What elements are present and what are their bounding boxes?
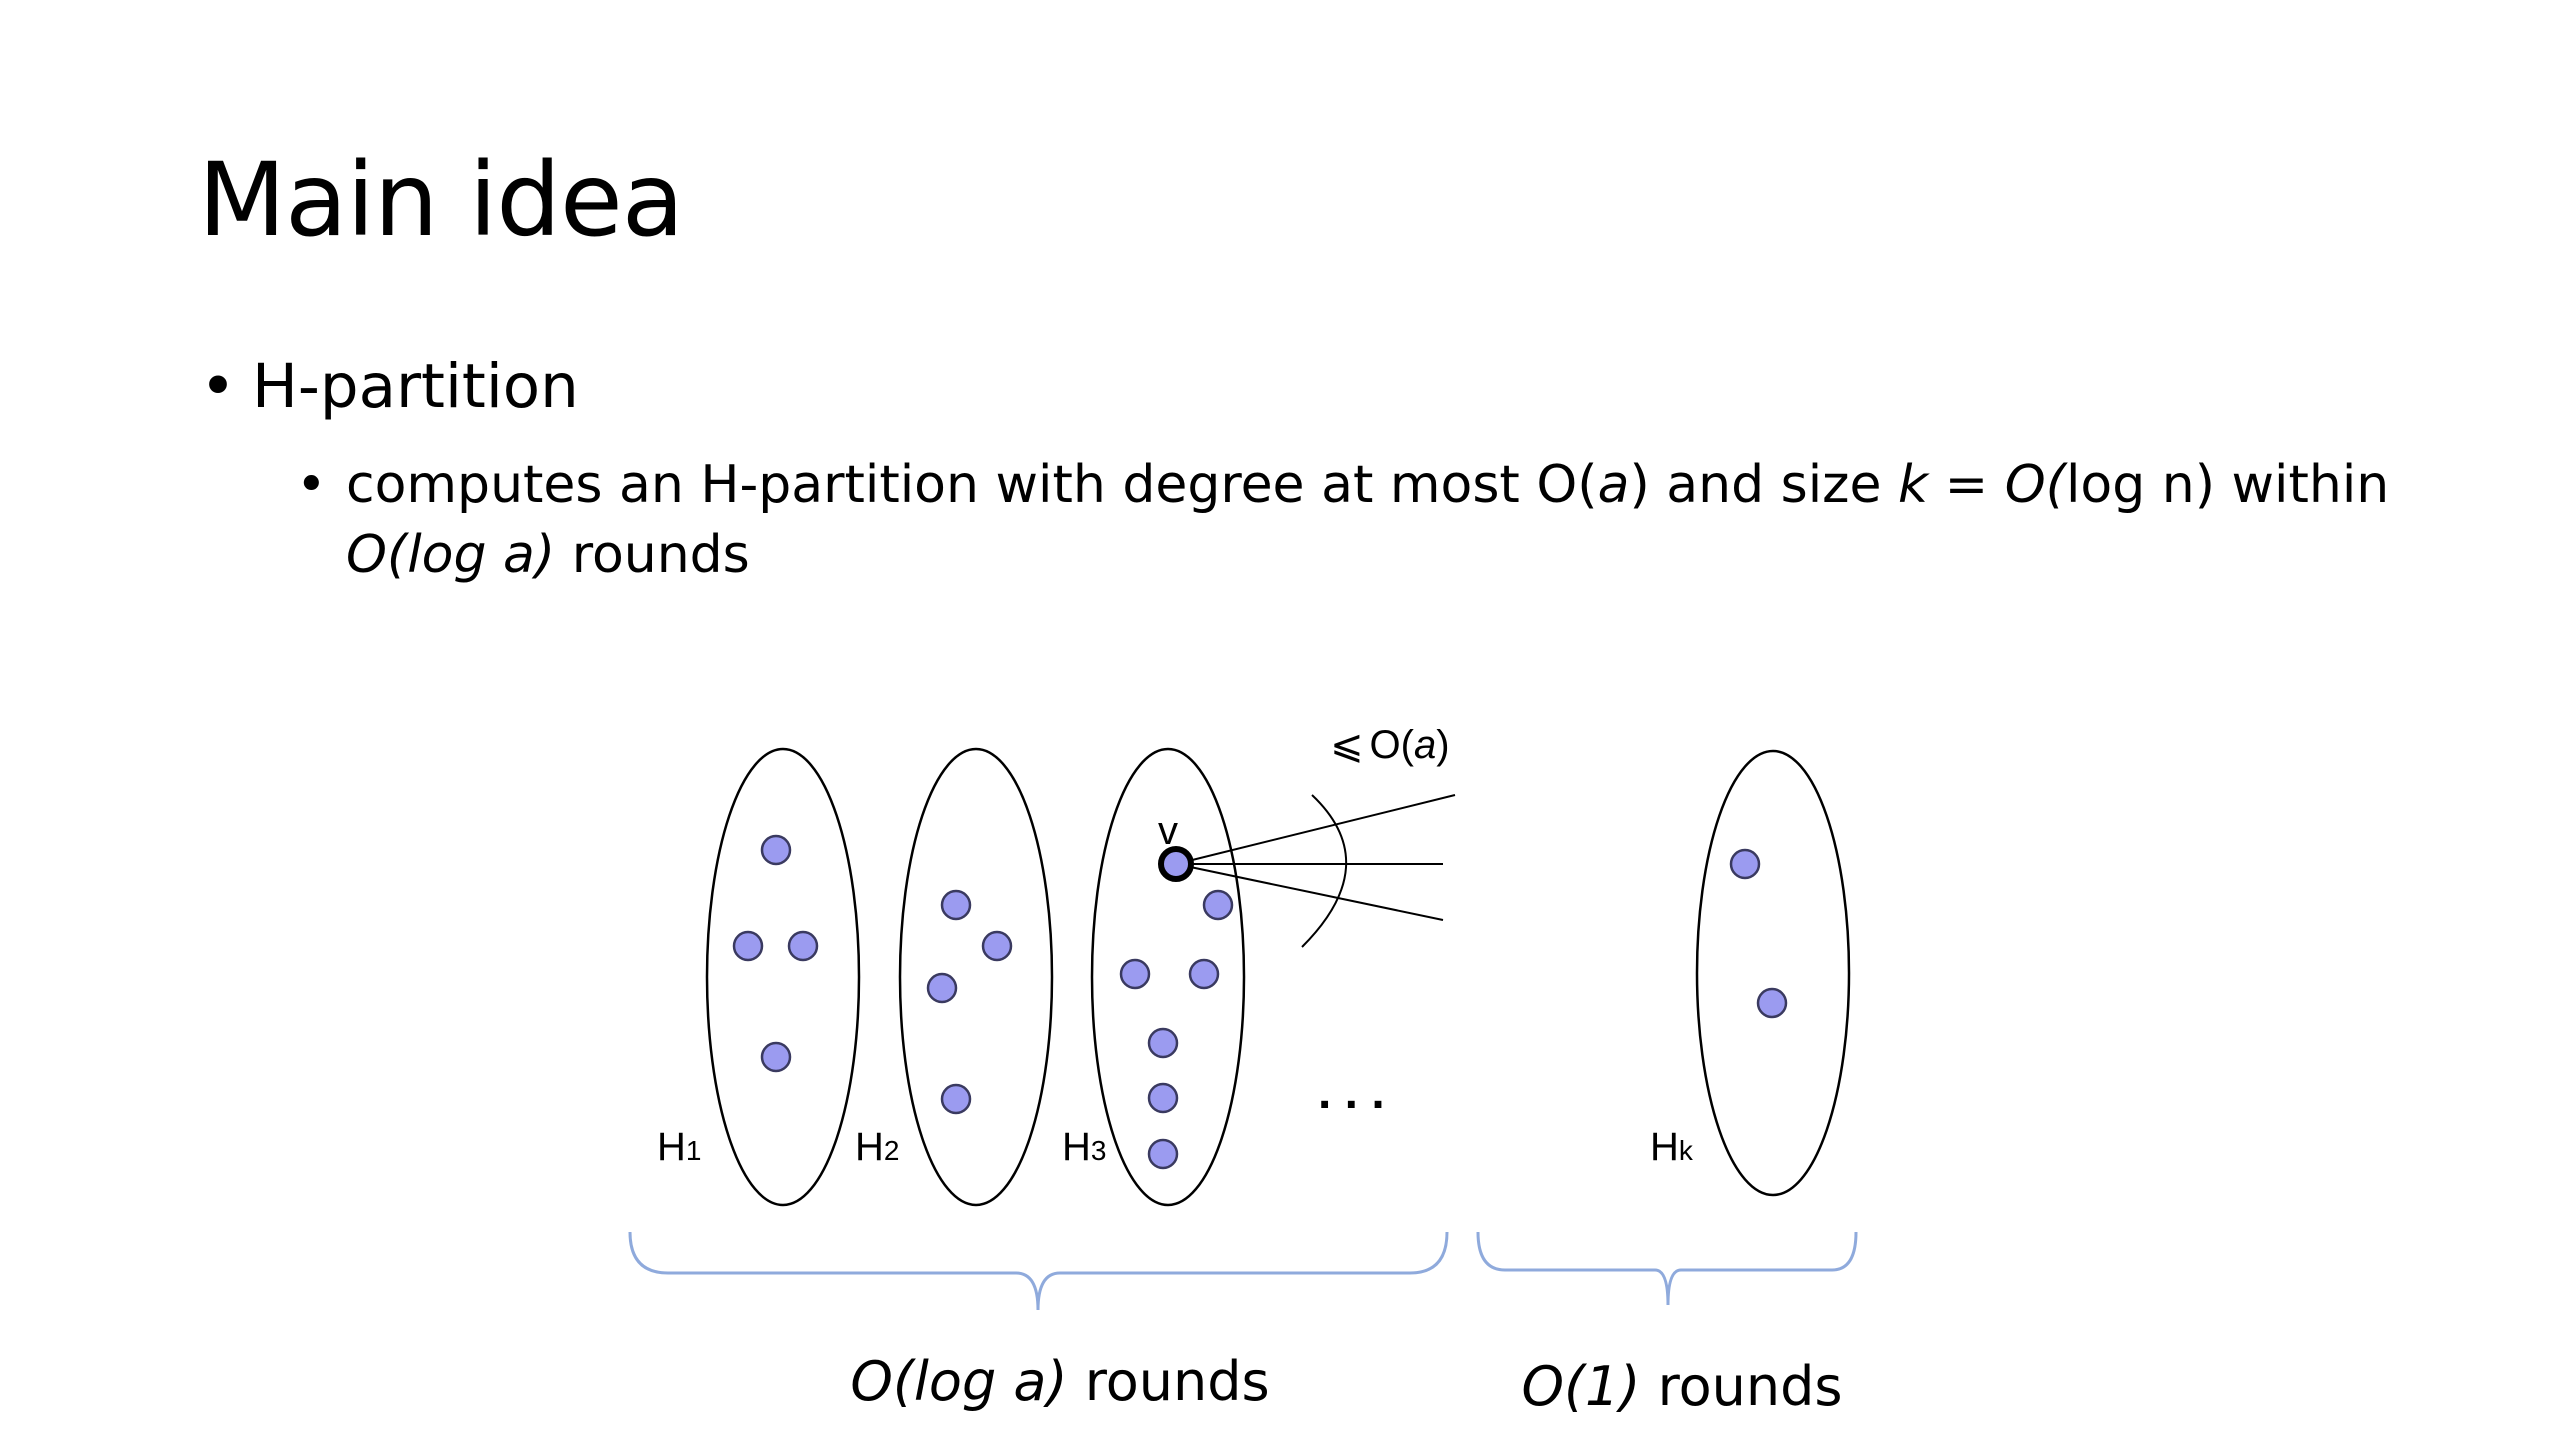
partition-label-sub: 1 <box>686 1135 702 1166</box>
vertex <box>1147 1138 1179 1170</box>
degree-bound-symbol: ⩽ <box>1330 723 1364 767</box>
right-rounds-italic: O(1) <box>1521 1355 1640 1418</box>
vertices-h3 <box>1119 846 1234 1170</box>
left-group-rounds-label: O(log a) rounds <box>850 1350 1269 1413</box>
degree-bound-suffix: ) <box>1436 723 1449 767</box>
vertex <box>787 930 819 962</box>
partition-label-sub: 3 <box>1091 1135 1107 1166</box>
sub-bullet-seg-7: log n) within <box>2065 455 2390 515</box>
degree-bound-label: ⩽O(a) <box>1330 723 1450 767</box>
vertex <box>760 834 792 866</box>
brace-left <box>628 1231 1449 1311</box>
vertex <box>760 1041 792 1073</box>
ellipsis: . . . <box>1318 1066 1385 1119</box>
partition-ellipse-hk <box>1695 749 1851 1197</box>
partition-label-sub: k <box>1679 1135 1694 1166</box>
sub-bullet-seg-9: rounds <box>555 525 750 585</box>
sub-bullet-seg-1: computes an H-partition with degree at m… <box>346 455 1598 515</box>
edge <box>1175 794 1456 865</box>
sub-bullet-seg-8: O(log a) <box>346 525 556 585</box>
sub-bullet-seg-3: ) and size <box>1629 455 1898 515</box>
right-rounds-rest: rounds <box>1640 1355 1842 1418</box>
vertex <box>1147 1027 1179 1059</box>
vertices-h2 <box>926 889 1013 1115</box>
edge <box>1175 863 1444 921</box>
partition-label-h1: H1 <box>657 1125 701 1169</box>
bullet-h-partition-text: H-partition <box>252 351 579 422</box>
degree-bound-prefix: O( <box>1370 723 1415 767</box>
partition-label-hk: Hk <box>1650 1125 1694 1169</box>
sub-bullet-seg-4: k <box>1897 455 1929 515</box>
bullet-dot: • <box>200 351 236 422</box>
partition-label-main: H <box>855 1125 884 1169</box>
edges-from-v <box>1175 794 1456 948</box>
vertex-v-label: v <box>1158 809 1178 853</box>
degree-arc <box>1301 794 1347 948</box>
partition-ellipse-h3 <box>1090 747 1246 1207</box>
partition-label-main: H <box>1650 1125 1679 1169</box>
vertex <box>1756 987 1788 1019</box>
partition-ellipse-h2 <box>898 747 1054 1207</box>
sub-bullet-dot: • <box>296 455 327 515</box>
slide-title: Main idea <box>198 141 684 260</box>
degree-bound-var: a <box>1414 723 1436 767</box>
vertex <box>940 889 972 921</box>
partition-ellipse-h1 <box>705 747 861 1207</box>
left-rounds-rest: rounds <box>1068 1350 1270 1413</box>
vertex <box>732 930 764 962</box>
vertex <box>1202 889 1234 921</box>
sub-bullet-seg-2: a <box>1597 455 1630 515</box>
partition-label-h2: H2 <box>855 1125 899 1169</box>
vertex <box>926 972 958 1004</box>
vertex <box>981 930 1013 962</box>
partition-label-h3: H3 <box>1062 1125 1106 1169</box>
left-rounds-italic: O(log a) <box>850 1350 1067 1413</box>
partition-label-sub: 2 <box>884 1135 900 1166</box>
vertex <box>940 1083 972 1115</box>
sub-bullet-seg-6: O( <box>2004 455 2066 515</box>
vertex <box>1188 958 1220 990</box>
vertex-v <box>1158 846 1194 882</box>
vertices-h1 <box>732 834 819 1073</box>
vertex <box>1729 848 1761 880</box>
vertices-hk <box>1729 848 1788 1019</box>
brace-right <box>1476 1231 1858 1306</box>
partition-label-main: H <box>657 1125 686 1169</box>
vertex <box>1119 958 1151 990</box>
vertex <box>1147 1082 1179 1114</box>
partition-label-main: H <box>1062 1125 1091 1169</box>
right-group-rounds-label: O(1) rounds <box>1521 1355 1842 1418</box>
sub-bullet-seg-5: = <box>1928 455 2005 515</box>
sub-bullet-text: computes an H-partition with degree at m… <box>346 450 2496 590</box>
